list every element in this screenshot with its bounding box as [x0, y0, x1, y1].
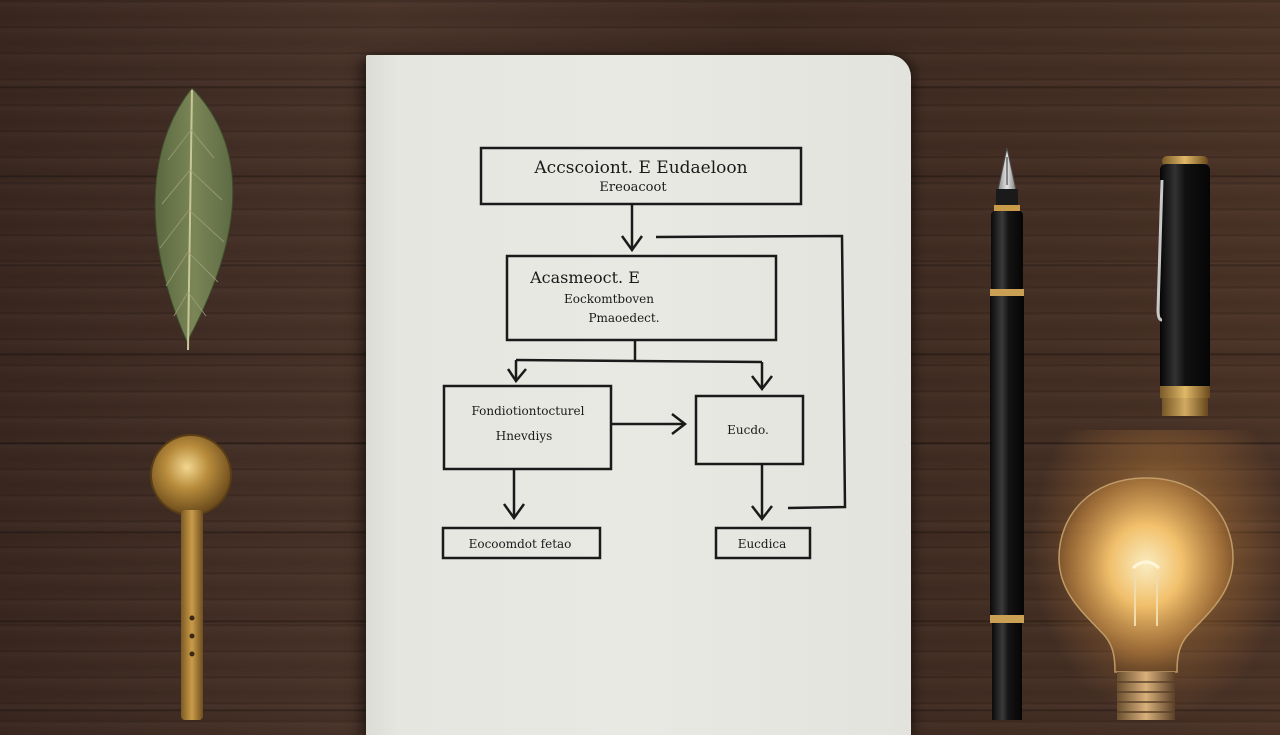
bottom-left-box-label: Eocoomdot fetao [469, 537, 572, 551]
flowchart-middle-box [505, 254, 778, 342]
notebook-page [366, 55, 911, 735]
left-box-line2: Hnevdiys [496, 429, 553, 443]
flowchart-bottom-left-box [441, 526, 602, 560]
top-box-line2: Ereoacoot [599, 180, 667, 195]
measuring-spoon-icon [150, 434, 232, 720]
bottom-right-box-label: Eucdica [738, 537, 787, 551]
top-box-line1: Accscoiont. E Eudaeloon [533, 158, 747, 178]
right-box-label: Eucdo. [727, 423, 769, 437]
desk-scene: Accscoiont. E Eudaeloon Ereoacoot Acasme… [150, 55, 1280, 735]
middle-box-line2: Eockomtboven [564, 292, 654, 306]
middle-box-line1: Acasmeoct. E [529, 268, 640, 287]
flowchart-top-box [479, 146, 803, 206]
flowchart-bottom-right-box [714, 526, 812, 560]
flowchart-left-box [442, 384, 613, 471]
connector-feedback-loop [655, 234, 847, 510]
middle-box-line3: Pmaoedect. [588, 311, 659, 325]
flowchart-right-box [694, 394, 805, 466]
left-box-line1: Fondiotiontocturel [472, 404, 585, 418]
pen-cap-icon [1156, 156, 1210, 416]
fountain-pen-icon [990, 147, 1024, 720]
flowchart: Accscoiont. E Eudaeloon Ereoacoot Acasme… [441, 146, 847, 560]
light-bulb-icon [1058, 477, 1234, 720]
leaf-icon [154, 87, 234, 351]
